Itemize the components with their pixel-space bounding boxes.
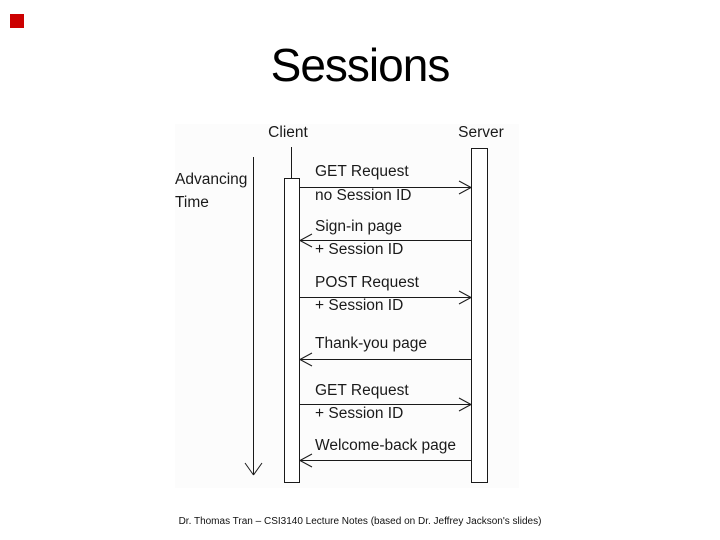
- message-1-title: GET Request: [315, 163, 409, 180]
- right-arrowhead-icon: [458, 180, 472, 195]
- sequence-diagram: Client Server Advancing Time GET Request…: [175, 124, 519, 488]
- slide-accent-square: [10, 14, 24, 28]
- left-arrowhead-icon: [299, 352, 313, 367]
- server-label: Server: [458, 124, 504, 141]
- right-arrowhead-icon: [458, 397, 472, 412]
- left-arrowhead-icon: [299, 233, 313, 248]
- right-arrowhead-icon: [458, 290, 472, 305]
- left-arrowhead-icon: [299, 453, 313, 468]
- advancing-time-label-line2: Time: [175, 194, 209, 211]
- time-arrowhead-icon: [244, 462, 263, 476]
- message-4-title: Thank-you page: [315, 335, 428, 352]
- advancing-time-label-line1: Advancing: [175, 171, 248, 188]
- message-2-title: Sign-in page: [315, 218, 403, 235]
- client-activation-box: [284, 178, 300, 483]
- server-activation-box: [471, 148, 488, 483]
- message-5-subtitle: + Session ID: [315, 405, 404, 422]
- message-6-title: Welcome-back page: [315, 437, 457, 454]
- message-3-title: POST Request: [315, 274, 419, 291]
- slide-title: Sessions: [270, 39, 451, 91]
- message-3-subtitle: + Session ID: [315, 297, 404, 314]
- sequence-diagram-lines: [244, 147, 488, 483]
- client-label: Client: [268, 124, 308, 141]
- footer-credit: Dr. Thomas Tran – CSI3140 Lecture Notes …: [178, 516, 542, 527]
- message-1-subtitle: no Session ID: [315, 187, 412, 204]
- message-2-subtitle: + Session ID: [315, 241, 404, 258]
- message-5-title: GET Request: [315, 382, 409, 399]
